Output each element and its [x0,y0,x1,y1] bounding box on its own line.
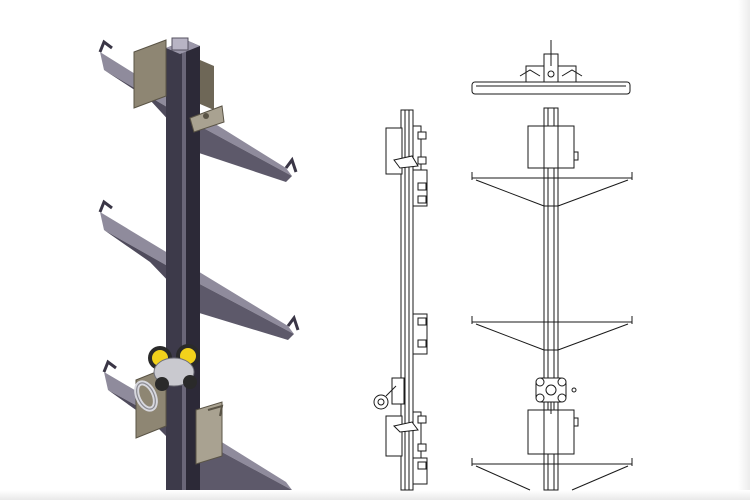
bottom-edge-shadow [0,490,750,500]
mast-profile [166,37,200,490]
front-bracket-top [527,125,579,169]
front-bracket-bottom [527,409,579,455]
right-edge-shadow [738,0,750,500]
side-rung-clip-2 [412,313,428,355]
top-plan-detail [471,40,631,95]
front-fall-arrest-device [535,377,577,414]
side-view [373,109,428,491]
front-rung-2 [471,316,633,351]
side-rung-clip-1 [412,169,428,207]
front-rung-3 [471,458,633,491]
front-rung-1 [471,172,633,207]
fall-arrest-device [134,344,200,412]
front-view [471,40,633,491]
isometric-view [98,37,300,490]
side-bracket-top [385,125,427,179]
top-mounting-bracket [133,39,225,133]
side-bracket-bottom [385,411,428,485]
side-fall-arrest-device [373,377,405,410]
